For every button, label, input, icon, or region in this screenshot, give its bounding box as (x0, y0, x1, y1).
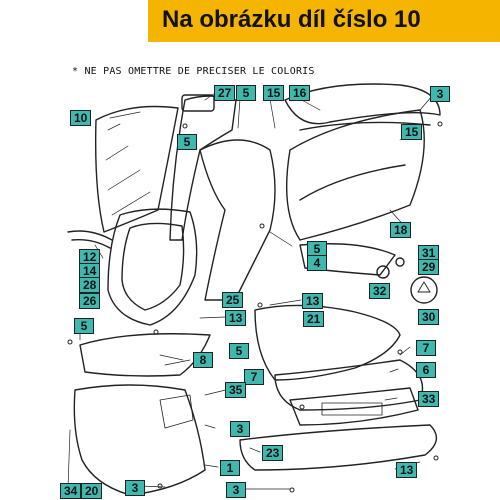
callout-6: 6 (416, 362, 436, 378)
front-shield-upper (169, 95, 237, 241)
leg-shield-inner (199, 139, 276, 301)
instrument-housing (181, 94, 215, 112)
handlebar-lever (67, 230, 113, 249)
callout-29: 29 (418, 259, 440, 275)
callout-13c: 13 (396, 462, 418, 478)
callout-7b: 7 (244, 369, 264, 385)
cap-logo (417, 281, 431, 293)
floor-panel-lower (274, 359, 424, 411)
callout-3c: 3 (125, 480, 145, 496)
callout-23: 23 (262, 445, 284, 461)
callout-12: 12 (79, 249, 101, 265)
callout-35: 35 (225, 382, 247, 398)
belly-pan (239, 424, 438, 471)
callout-21: 21 (303, 311, 325, 327)
callout-28: 28 (79, 277, 101, 293)
callout-34: 34 (60, 483, 82, 499)
side-panel (286, 109, 425, 241)
callout-30: 30 (418, 309, 440, 325)
callout-31: 31 (418, 245, 440, 261)
callout-1: 1 (220, 460, 240, 476)
callout-33: 33 (418, 391, 440, 407)
rear-strip (299, 121, 431, 131)
callout-25: 25 (222, 292, 244, 308)
callout-15b: 15 (401, 124, 423, 140)
callout-20: 20 (81, 483, 103, 499)
windshield-part (94, 105, 179, 233)
callout-13b: 13 (225, 310, 247, 326)
callout-7a: 7 (416, 340, 436, 356)
round-cap-small (376, 265, 390, 279)
callout-13a: 13 (302, 293, 324, 309)
callout-3b: 3 (230, 421, 250, 437)
front-fairing-trim (79, 333, 211, 377)
callout-5b: 5 (177, 134, 197, 150)
callout-3a: 3 (430, 86, 450, 102)
callout-14: 14 (79, 263, 101, 279)
floor-panel-upper (254, 304, 401, 381)
windshield-hatch (105, 123, 151, 216)
glove-box (107, 208, 198, 326)
title-banner (148, 0, 500, 42)
title-banner-text: Na obrázku díl číslo 10 (162, 6, 421, 33)
callout-5e: 5 (229, 343, 249, 359)
coloris-note: * NE PAS OMETTRE DE PRECISER LE COLORIS (72, 66, 315, 77)
front-fairing-lower (73, 384, 206, 496)
callout-5d: 5 (74, 318, 94, 334)
footboard (289, 387, 419, 426)
callout-15a: 15 (263, 85, 285, 101)
fasteners (67, 121, 443, 493)
callout-16: 16 (289, 85, 311, 101)
callout-27: 27 (214, 85, 236, 101)
callout-10: 10 (70, 110, 92, 126)
callout-3d: 3 (226, 482, 246, 498)
glove-box-inner (121, 222, 185, 311)
footboard-grille (321, 402, 383, 416)
callout-26: 26 (79, 293, 101, 309)
washer (395, 257, 405, 267)
callout-32: 32 (369, 283, 391, 299)
callout-18: 18 (390, 222, 412, 238)
side-panel-window (299, 164, 406, 201)
callout-4: 4 (307, 255, 327, 271)
round-cap-large (410, 276, 438, 304)
callout-5a: 5 (236, 85, 256, 101)
front-grille (159, 394, 194, 429)
rear-top-cover (284, 83, 441, 125)
callout-8: 8 (193, 352, 213, 368)
